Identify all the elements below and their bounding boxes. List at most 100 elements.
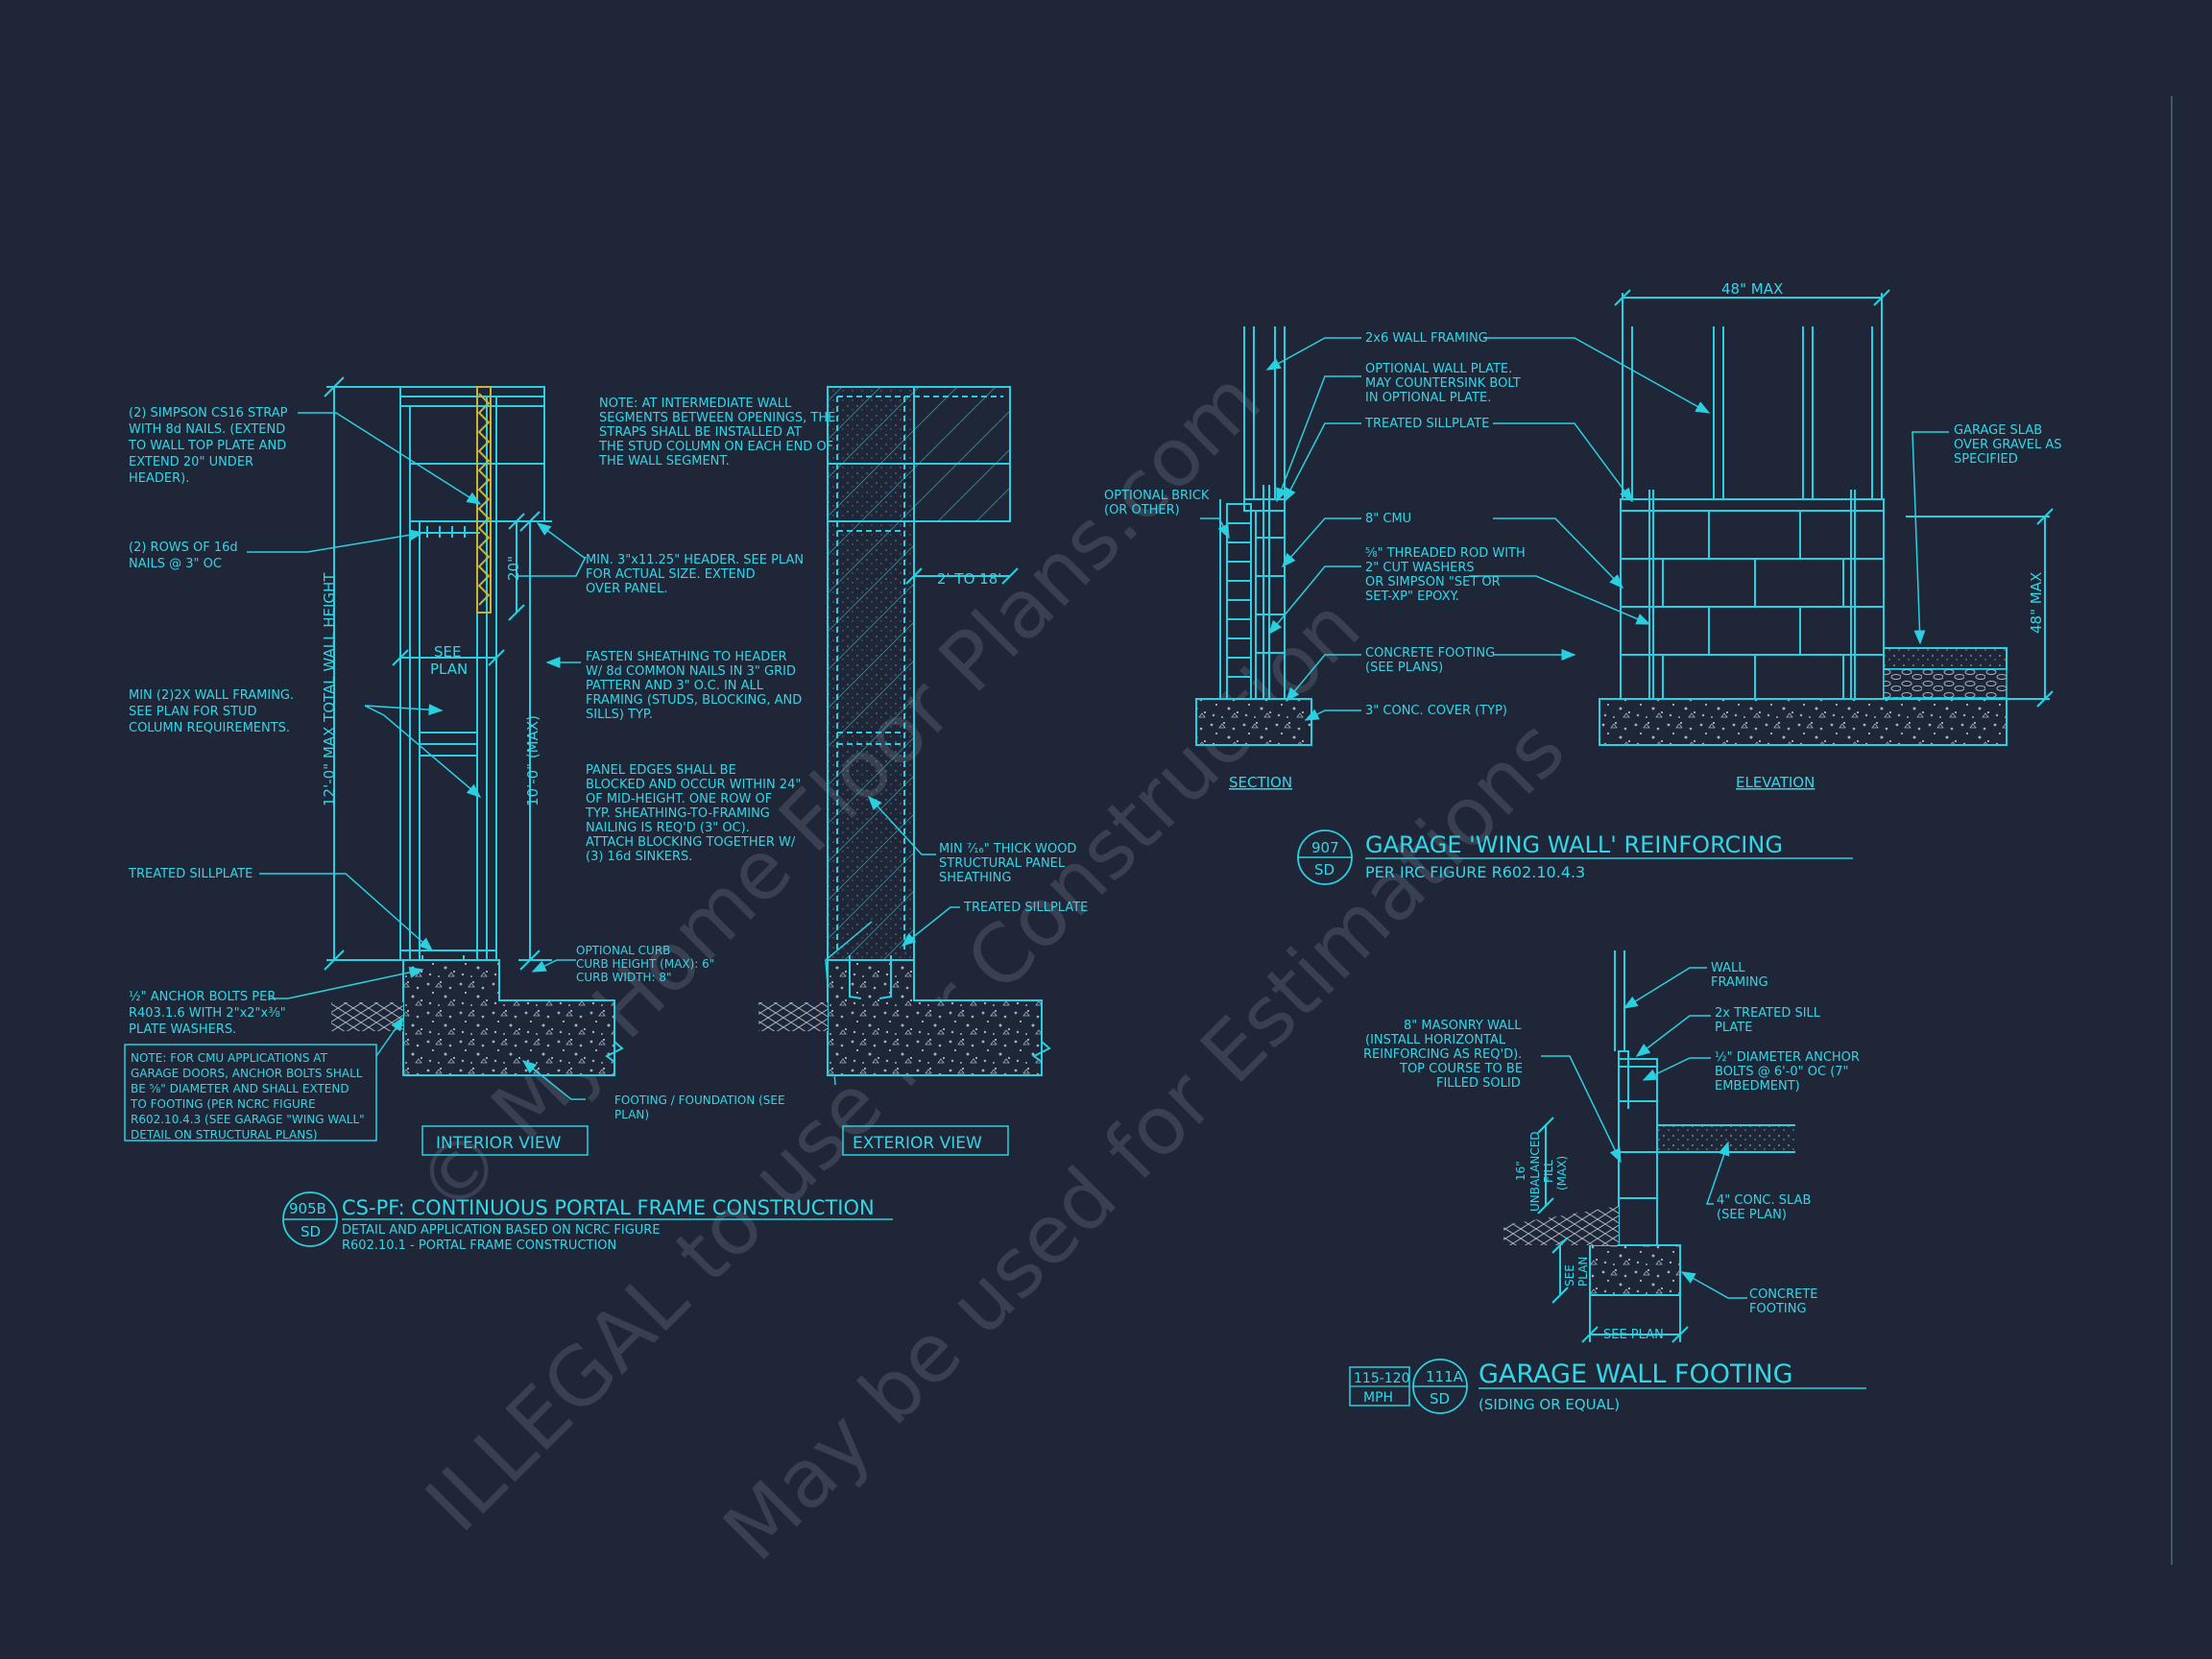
note-907-footing-1: CONCRETE FOOTING (1365, 646, 1495, 661)
dim-48-max-top: 48" MAX (1721, 280, 1783, 298)
note-framing-1: MIN (2)2X WALL FRAMING. (129, 688, 294, 703)
note-111a-footing-2: FOOTING (1749, 1302, 1807, 1316)
note-wood-panel-3: SHEATHING (939, 871, 1011, 885)
note-111a-wall-1: WALL (1711, 961, 1745, 975)
detail-907-number: 907 (1311, 839, 1339, 856)
dim-see-plan-side-1: SEE (1563, 1264, 1576, 1286)
gravel (1883, 668, 2008, 699)
leaders-interior (247, 412, 587, 1100)
note-header-3: OVER PANEL. (586, 582, 668, 596)
cmu-note-1: NOTE: FOR CMU APPLICATIONS AT (131, 1051, 328, 1065)
note-anchor-3: PLATE WASHERS. (129, 1022, 236, 1037)
note-panel-4: TYP. SHEATHING-TO-FRAMING (585, 806, 770, 821)
note-907-slab-2: OVER GRAVEL AS (1954, 438, 2062, 452)
detail-907-sheet: SD (1314, 861, 1334, 878)
detail-905b-sub-1: DETAIL AND APPLICATION BASED ON NCRC FIG… (342, 1223, 661, 1238)
note-strap-4: EXTEND 20" UNDER (129, 455, 253, 469)
note-907-plate-1: OPTIONAL WALL PLATE. (1365, 362, 1512, 376)
note-907-plate-3: IN OPTIONAL PLATE. (1365, 391, 1491, 405)
notes-exterior: MIN ⁷⁄₁₆" THICK WOOD STRUCTURAL PANEL SH… (939, 842, 1088, 915)
detail-905b-number: 905B (289, 1200, 326, 1217)
note-111a-slab-1: 4" CONC. SLAB (1717, 1193, 1811, 1208)
dim-48-max-side: 48" MAX (2028, 572, 2045, 634)
dim-see-plan-2: PLAN (430, 661, 468, 678)
note-footing-1: FOOTING / FOUNDATION (SEE (614, 1094, 785, 1107)
dim-fill-2: UNBALANCED (1528, 1131, 1542, 1212)
note-907-slab-1: GARAGE SLAB (1954, 423, 2042, 438)
note-panel-1: PANEL EDGES SHALL BE (586, 763, 736, 778)
note-907-footing-2: (SEE PLANS) (1365, 661, 1443, 675)
dimension-exterior (905, 567, 1019, 585)
detail-907-sub: PER IRC FIGURE R602.10.4.3 (1365, 863, 1585, 881)
detail-111a-sheet: SD (1430, 1390, 1450, 1407)
detail-111a-sub: (SIDING OR EQUAL) (1479, 1396, 1620, 1413)
note-panel-7: (3) 16d SINKERS. (586, 850, 692, 864)
detail-907-section (1219, 326, 1286, 725)
detail-905b-exterior-view (827, 386, 1011, 961)
detail-905b-sheet: SD (301, 1223, 321, 1240)
note-fasten-1: FASTEN SHEATHING TO HEADER (586, 650, 787, 664)
note-111a-anchor-2: BOLTS @ 6'-0" OC (7" (1715, 1065, 1849, 1079)
cmu-note-5: R602.10.4.3 (SEE GARAGE "WING WALL" (131, 1113, 365, 1126)
cmu-note-2: GARAGE DOORS, ANCHOR BOLTS SHALL (131, 1067, 363, 1080)
dim-see-plan-bottom: SEE PLAN (1603, 1328, 1664, 1342)
note-panel-6: ATTACH BLOCKING TOGETHER W/ (586, 835, 796, 850)
note-fasten-4: FRAMING (STUDS, BLOCKING, AND (586, 693, 802, 708)
note-framing-3: COLUMN REQUIREMENTS. (129, 721, 290, 735)
leaders-exterior (867, 795, 960, 947)
note-907-rod-2: 2" CUT WASHERS (1365, 561, 1475, 575)
note-intermediate-4: THE STUD COLUMN ON EACH END OF (598, 440, 833, 454)
interior-view-label: INTERIOR VIEW (436, 1134, 562, 1153)
notes-111a: WALL FRAMING 2x TREATED SILL PLATE ½" DI… (1363, 961, 1860, 1316)
note-header-1: MIN. 3"x11.25" HEADER. SEE PLAN (586, 553, 804, 567)
note-907-framing: 2x6 WALL FRAMING (1365, 331, 1488, 346)
elevation-label: ELEVATION (1736, 774, 1815, 791)
note-111a-wall-2: FRAMING (1711, 975, 1768, 990)
note-strap-2: WITH 8d NAILS. (EXTEND (129, 422, 285, 437)
note-intermediate-3: STRAPS SHALL BE INSTALLED AT (599, 425, 802, 440)
dimension-lines-interior (324, 376, 552, 971)
note-panel-2: BLOCKED AND OCCUR WITHIN 24" (586, 778, 801, 792)
note-intermediate-1: NOTE: AT INTERMEDIATE WALL (599, 397, 792, 411)
dim-fill-3: FILL (1542, 1160, 1555, 1183)
note-panel-5: NAILING IS REQ'D (3" OC). (586, 821, 750, 835)
note-wood-panel-1: MIN ⁷⁄₁₆" THICK WOOD (939, 842, 1076, 856)
note-framing-2: SEE PLAN FOR STUD (129, 705, 257, 719)
note-111a-masonry-2: (INSTALL HORIZONTAL (1365, 1033, 1506, 1047)
note-header-2: FOR ACTUAL SIZE. EXTEND (586, 567, 756, 582)
note-strap-3: TO WALL TOP PLATE AND (128, 439, 286, 453)
note-111a-sill-1: 2x TREATED SILL (1715, 1006, 1821, 1021)
note-111a-slab-2: (SEE PLAN) (1717, 1208, 1787, 1222)
leaders-907 (1200, 337, 1949, 721)
note-fasten-5: SILLS) TYP. (586, 708, 653, 722)
cmu-note-box: NOTE: FOR CMU APPLICATIONS AT GARAGE DOO… (124, 1044, 377, 1142)
dim-see-plan-side-2: PLAN (1576, 1257, 1590, 1286)
dim-fill-4: (MAX) (1555, 1156, 1569, 1190)
note-sill-exterior: TREATED SILLPLATE (963, 901, 1088, 915)
note-111a-footing-1: CONCRETE (1749, 1287, 1818, 1302)
note-907-brick-1: OPTIONAL BRICK (1104, 489, 1210, 503)
note-strap-5: HEADER). (129, 471, 189, 486)
note-rows-2: NAILS @ 3" OC (129, 557, 222, 571)
elevation-footing (1599, 698, 2008, 746)
detail-111a-number: 111A (1426, 1368, 1464, 1385)
detail-111a-title: GARAGE WALL FOOTING (1479, 1359, 1793, 1389)
dim-see-plan-1: SEE (434, 643, 461, 661)
note-rows-1: (2) ROWS OF 16d (129, 541, 238, 555)
section-footing (1195, 698, 1312, 746)
title-block-905b: 905B SD CS-PF: CONTINUOUS PORTAL FRAME C… (282, 1191, 893, 1253)
dim-10-max: 10'-0" (MAX) (524, 715, 541, 806)
note-intermediate-5: THE WALL SEGMENT. (598, 454, 730, 469)
foundation-exterior (758, 955, 1051, 1076)
footing-111a (1589, 1244, 1681, 1296)
note-907-slab-3: SPECIFIED (1954, 452, 2018, 467)
note-907-rod-1: ⅝" THREADED ROD WITH (1365, 546, 1526, 561)
note-fasten-2: W/ 8d COMMON NAILS IN 3" GRID (586, 664, 796, 679)
note-907-rod-4: SET-XP" EPOXY. (1365, 589, 1459, 604)
section-label: SECTION (1229, 774, 1292, 791)
note-111a-anchor-3: EMBEDMENT) (1715, 1079, 1800, 1094)
detail-907-title: GARAGE 'WING WALL' REINFORCING (1365, 831, 1783, 858)
detail-905b-title: CS-PF: CONTINUOUS PORTAL FRAME CONSTRUCT… (342, 1196, 875, 1219)
notes-curb-footing: OPTIONAL CURB CURB HEIGHT (MAX): 6" CURB… (576, 944, 785, 1121)
